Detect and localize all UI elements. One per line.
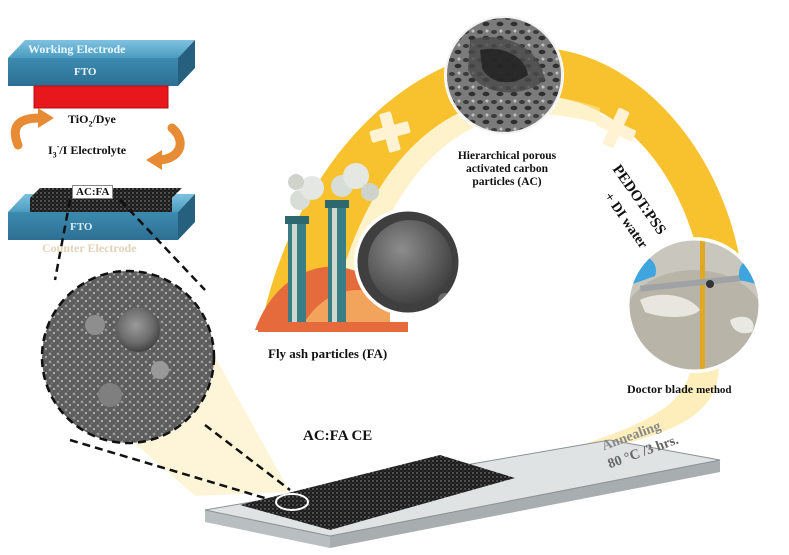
plus-icon [595,107,637,149]
porous-carbon-line-1: Hierarchical porous [457,150,557,162]
sample-spot-marker [275,493,309,511]
counter-electrode-label: Counter Electrode [42,241,137,255]
factory-icon [255,163,408,332]
dye-label: TiO2/Dye [68,112,116,128]
acfa-film [240,455,515,530]
fto-top-label: FTO [74,66,97,78]
doctor-blade-photo [626,237,762,373]
product-label: AC:FA CE [303,428,373,444]
electrolyte-rest: /I Electrolyte [59,143,127,157]
fly-ash-label: Fly ash particles (FA) [268,346,388,361]
doctor-method-text: method [696,384,732,396]
working-electrode-slab [8,40,195,86]
fto-bottom-label: FTO [70,221,93,233]
zoom-lines [53,199,291,504]
plus-icon [369,111,411,153]
redox-arrows [10,108,185,170]
porous-carbon-label: Hierarchical porous activated carbon par… [452,150,562,189]
electrolyte-label: I3-/I Electrolyte [48,142,126,159]
acfa-sem-image [40,269,216,445]
dye-label-rest: /Dye [92,112,116,126]
fly-ash-sem-image [354,208,462,316]
electrolyte-main: I [48,143,53,157]
dye-layer [33,85,169,109]
doctor-blade-label: Doctor blade method [627,382,732,397]
working-electrode-label: Working Electrode [28,42,126,56]
dye-label-sub: 2 [88,119,93,129]
porous-carbon-line-3: particles (AC) [472,176,542,188]
activated-carbon-sem-image [444,15,564,135]
electrolyte-sup: - [56,142,60,151]
electrolyte-sub: 3 [52,150,57,160]
porous-carbon-line-2: activated carbon [465,163,549,175]
doctor-blade-text: Doctor blade [627,382,694,396]
acfa-tag: AC:FA [72,185,114,199]
arc-tail [560,330,719,452]
dye-label-main: TiO [68,112,89,126]
